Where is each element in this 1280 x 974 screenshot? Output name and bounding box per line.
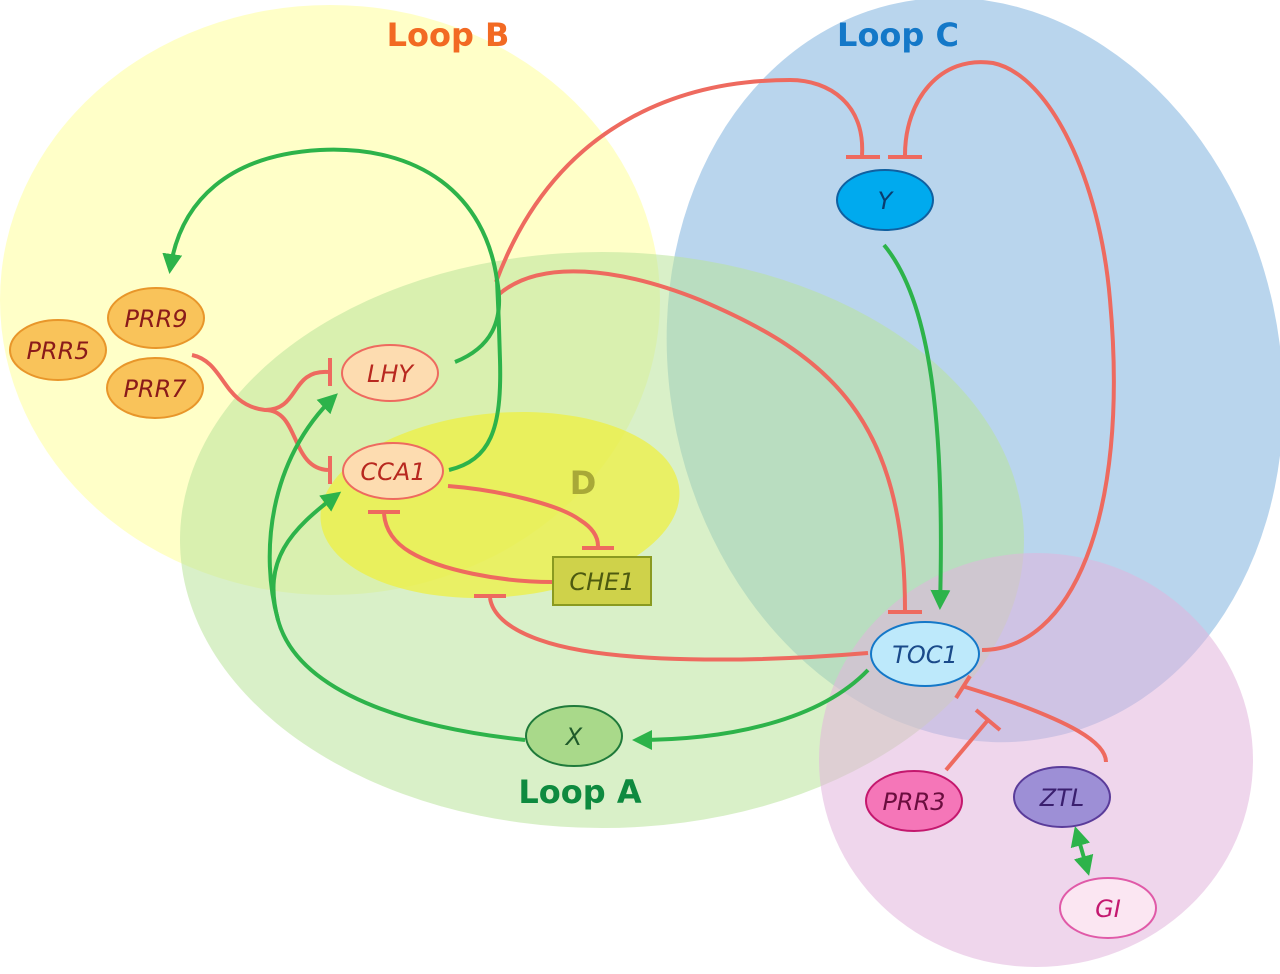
node-che1: CHE1 [552, 556, 652, 606]
edge-toc1-activates-x [632, 668, 870, 750]
node-cca1-label: CCA1 [360, 458, 425, 486]
node-y-label: Y [878, 187, 895, 215]
edge-x-activates-lhy [267, 393, 526, 742]
loop-b-title: Loop B [387, 16, 510, 54]
node-prr9-label: PRR9 [124, 305, 187, 333]
node-prr5: PRR5 [9, 319, 107, 381]
loop-e-region [819, 553, 1253, 967]
edge-cca1-activates-prr9 [448, 279, 503, 472]
edge-toc1-represses-y [903, 60, 1116, 652]
node-lhy-label: LHY [367, 360, 415, 388]
edge-ztl-gi-interaction [1070, 826, 1094, 876]
node-y: Y [836, 169, 934, 231]
edge-prr3-represses-toc1 [944, 718, 990, 772]
edge-prr-represses-cca1 [264, 408, 329, 472]
node-prr3: PRR3 [865, 770, 963, 832]
node-gi: GI [1059, 877, 1157, 939]
node-toc1: TOC1 [870, 621, 980, 687]
edge-lhycca1-represses-toc1 [496, 269, 907, 611]
loop-d-title: D [570, 464, 597, 502]
node-prr9: PRR9 [107, 287, 205, 349]
edge-cca1-represses-che1 [447, 484, 600, 547]
node-ztl-label: ZTL [1039, 784, 1084, 812]
node-prr3-label: PRR3 [882, 788, 945, 816]
node-prr7: PRR7 [106, 357, 204, 419]
node-prr5-label: PRR5 [26, 337, 89, 365]
node-cca1: CCA1 [342, 442, 444, 500]
activation-edges [162, 147, 1094, 876]
node-ztl: ZTL [1013, 766, 1111, 828]
node-prr7-label: PRR7 [123, 375, 187, 403]
tbar-toc1-bottom [954, 674, 972, 700]
edge-lhycca1-represses-y [494, 77, 865, 283]
node-toc1-label: TOC1 [892, 641, 958, 669]
node-gi-label: GI [1095, 895, 1121, 923]
node-che1-label: CHE1 [569, 568, 634, 596]
edge-che1-represses-cca1 [382, 513, 553, 584]
edge-y-activates-toc1 [882, 243, 951, 610]
nodes: PRR9 PRR5 PRR7 LHY CCA1 CHE1 Y [9, 169, 1157, 939]
node-lhy: LHY [341, 344, 439, 402]
repression-edges [191, 60, 1116, 772]
node-x: X [525, 705, 623, 767]
tbar-prr3-toc1 [974, 708, 1002, 732]
edge-gi-represses-toc1 [961, 684, 1108, 763]
loop-a-title: Loop A [518, 773, 641, 811]
edge-x-activates-cca1 [271, 491, 342, 621]
edge-toc1-represses-che1 [488, 597, 869, 662]
node-x-label: X [564, 723, 583, 751]
loop-c-title: Loop C [837, 16, 959, 54]
